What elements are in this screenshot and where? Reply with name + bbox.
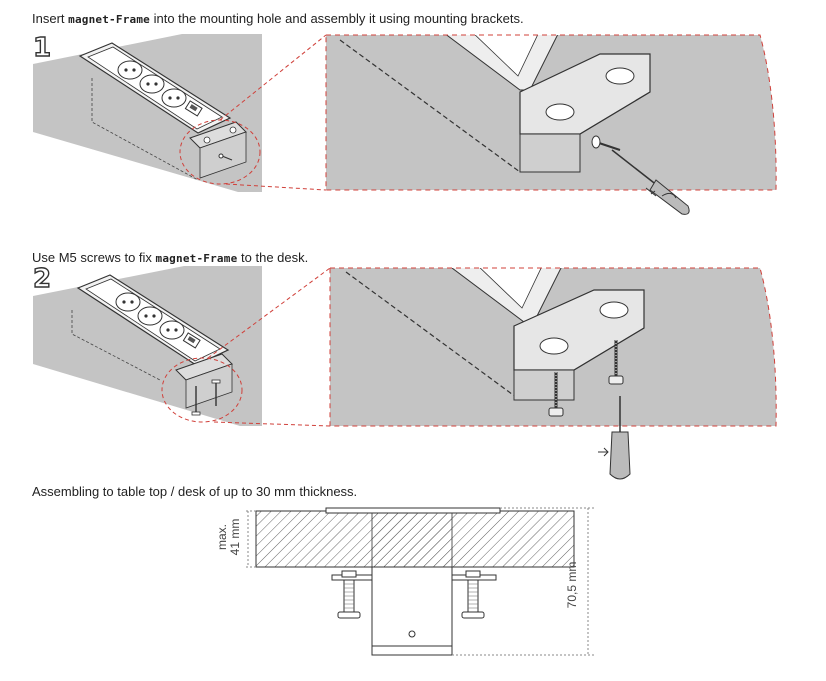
step2-text-before: Use M5 screws to fix — [32, 250, 156, 265]
step3-caption: Assembling to table top / desk of up to … — [32, 484, 358, 499]
step1-detail — [325, 34, 777, 215]
brand-name: magnet-Frame — [155, 252, 238, 265]
zoom-connector — [207, 267, 331, 359]
step1-text-before: Insert — [32, 11, 69, 26]
step1-text-after: into the mounting hole and assembly it u… — [150, 11, 524, 26]
screwdriver-icon — [611, 149, 690, 215]
step1-number: 1 — [32, 33, 52, 63]
screw-icon — [591, 135, 621, 151]
socket-icon — [137, 306, 163, 326]
socket-icon — [115, 292, 141, 312]
socket-icon — [139, 74, 165, 94]
brand-name: magnet-Frame — [68, 13, 150, 26]
screwdriver-icon — [598, 396, 631, 480]
max-thickness-label: max. 41 mm — [215, 512, 242, 562]
screw-icon — [337, 579, 361, 619]
screw-icon — [608, 340, 624, 385]
step2-text-after: to the desk. — [237, 250, 309, 265]
max-label-line2: 41 mm — [228, 518, 242, 556]
screw-icon — [191, 379, 221, 416]
zoom-connector — [219, 34, 327, 121]
dimension-max — [244, 510, 256, 568]
cross-section — [244, 507, 594, 656]
step2-number: 2 — [32, 264, 52, 294]
usb-port-icon — [182, 332, 201, 349]
step1-overview — [33, 34, 262, 192]
step2-overview — [33, 266, 262, 426]
zoom-connector — [225, 183, 327, 191]
step1-caption: Insert magnet-Frame into the mounting ho… — [32, 11, 524, 26]
screw-icon — [218, 153, 233, 161]
zoom-connector — [213, 421, 331, 427]
step2-caption: Use M5 screws to fix magnet-Frame to the… — [32, 250, 308, 265]
socket-icon — [159, 320, 185, 340]
screw-icon — [548, 372, 564, 417]
step2-detail — [329, 267, 777, 480]
total-height-label: 70,5 mm — [565, 561, 579, 609]
screw-icon — [461, 579, 485, 619]
socket-icon — [117, 60, 143, 80]
usb-port-icon — [184, 100, 203, 117]
socket-icon — [161, 88, 187, 108]
dimension-total — [452, 507, 594, 656]
